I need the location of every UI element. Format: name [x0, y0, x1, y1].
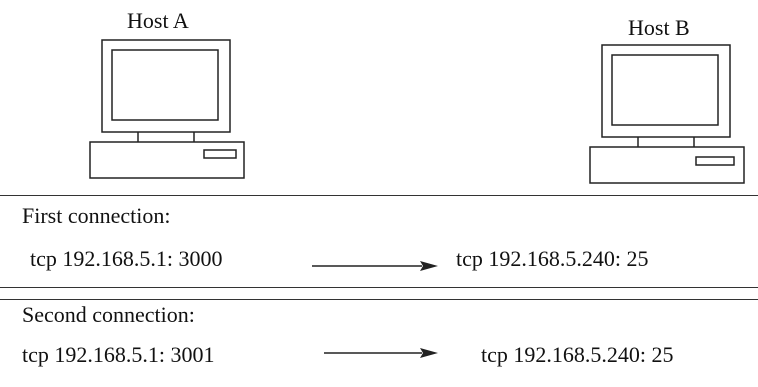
drive-slot [203, 149, 237, 159]
host-a-computer-icon [89, 39, 245, 179]
monitor-screen [611, 54, 719, 126]
second-connection-title: Second connection: [22, 302, 195, 327]
first-connection-source: tcp 192.168.5.1: 3000 [30, 246, 223, 271]
host-b-computer-icon [589, 44, 745, 184]
second-connection-source: tcp 192.168.5.1: 3001 [22, 342, 215, 367]
section-divider [0, 287, 758, 288]
section-divider [0, 299, 758, 300]
system-unit [589, 146, 745, 184]
monitor-outer [101, 39, 231, 133]
drive-slot [695, 156, 735, 166]
host-b-label: Host B [628, 15, 690, 40]
section-divider [0, 195, 758, 196]
first-connection-title: First connection: [22, 203, 171, 228]
second-connection-arrow-icon [324, 348, 438, 358]
host-a-label: Host A [127, 8, 189, 33]
monitor-outer [601, 44, 731, 138]
first-connection-destination: tcp 192.168.5.240: 25 [456, 246, 649, 271]
second-connection-destination: tcp 192.168.5.240: 25 [481, 342, 674, 367]
system-unit [89, 141, 245, 179]
first-connection-arrow-icon [312, 261, 438, 271]
monitor-screen [111, 49, 219, 121]
